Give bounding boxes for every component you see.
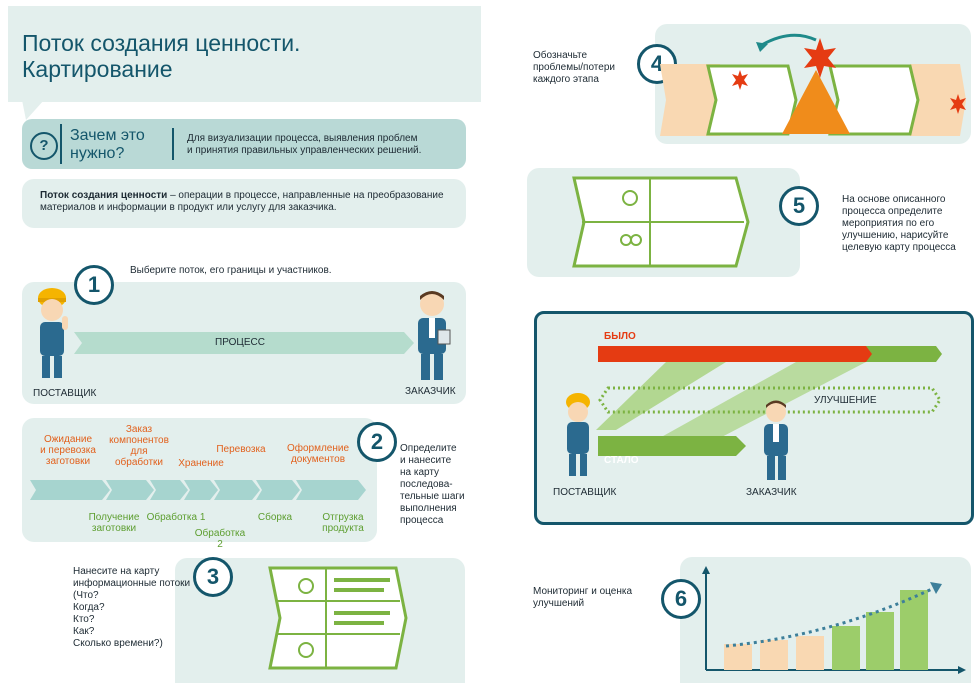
step3-number: 3 xyxy=(193,557,233,597)
supplier-figure xyxy=(38,288,68,378)
step2-top-label: Ожидание и перевозка заготовки xyxy=(40,434,96,467)
monitoring-chart xyxy=(702,566,966,674)
step2-top-label: Хранение xyxy=(178,458,224,469)
why-text: Для визуализации процесса, выявления про… xyxy=(187,133,422,156)
improvement-diagram xyxy=(596,346,942,456)
step1-number: 1 xyxy=(74,265,114,305)
step2-bottom-label: Обработка 2 xyxy=(194,528,246,550)
process-label: ПРОЦЕСС xyxy=(215,337,265,348)
step6-text: Мониторинг и оценка улучшений xyxy=(533,586,633,609)
step2-bottom-label: Обработка 1 xyxy=(146,512,206,523)
step3-text: Нанесите на карту информационные потоки … xyxy=(73,566,191,649)
step2-top-label: Перевозка xyxy=(216,444,266,455)
step5-number: 5 xyxy=(779,186,819,226)
definition-text: – операции в процессе, направленные на п… xyxy=(40,190,444,213)
speech-tail xyxy=(22,100,44,120)
became-label: СТАЛО xyxy=(604,455,639,466)
process-arrow xyxy=(74,332,414,354)
customer-figure xyxy=(418,291,451,380)
step2-bottom-label: Сборка xyxy=(257,512,293,523)
why-box xyxy=(22,119,466,169)
definition-term: Поток создания ценности xyxy=(40,190,168,201)
step2-bottom-label: Отгрузка продукта xyxy=(322,512,364,534)
question-icon: ? xyxy=(30,132,58,160)
title-panel xyxy=(8,6,481,120)
step1-text: Выберите поток, его границы и участников… xyxy=(130,265,332,276)
step2-number: 2 xyxy=(357,422,397,462)
page-title: Поток создания ценности. Картирование xyxy=(22,30,301,82)
step2-bottom-label: Получение заготовки xyxy=(88,512,140,534)
info-flow-card xyxy=(268,566,408,670)
supplier-label-2: ПОСТАВЩИК xyxy=(553,487,617,498)
improvement-label: УЛУЧШЕНИЕ xyxy=(814,395,877,406)
step2-text: Определите и нанесите на карту последова… xyxy=(400,443,465,526)
customer-figure-2 xyxy=(764,400,788,480)
step2-top-label: Заказ компонентов для обработки xyxy=(109,424,169,468)
divider xyxy=(172,128,174,160)
target-map-card xyxy=(572,176,750,268)
step5-text: На основе описанного процесса определите… xyxy=(842,194,956,253)
why-heading: Зачем это нужно? xyxy=(70,127,145,162)
divider xyxy=(60,124,62,164)
step6-number: 6 xyxy=(661,579,701,619)
was-label: БЫЛО xyxy=(604,331,636,342)
customer-label: ЗАКАЗЧИК xyxy=(405,386,456,397)
process-chevrons xyxy=(30,480,366,500)
problems-diagram xyxy=(660,33,966,136)
customer-label-2: ЗАКАЗЧИК xyxy=(746,487,797,498)
definition-panel xyxy=(22,179,466,228)
definition: Поток создания ценности – операции в про… xyxy=(40,190,455,214)
step4-text: Обозначьте проблемы/потери каждого этапа xyxy=(533,50,615,85)
step2-top-label: Оформление документов xyxy=(286,443,350,465)
supplier-figure-2 xyxy=(566,393,590,476)
supplier-label: ПОСТАВЩИК xyxy=(33,388,97,399)
